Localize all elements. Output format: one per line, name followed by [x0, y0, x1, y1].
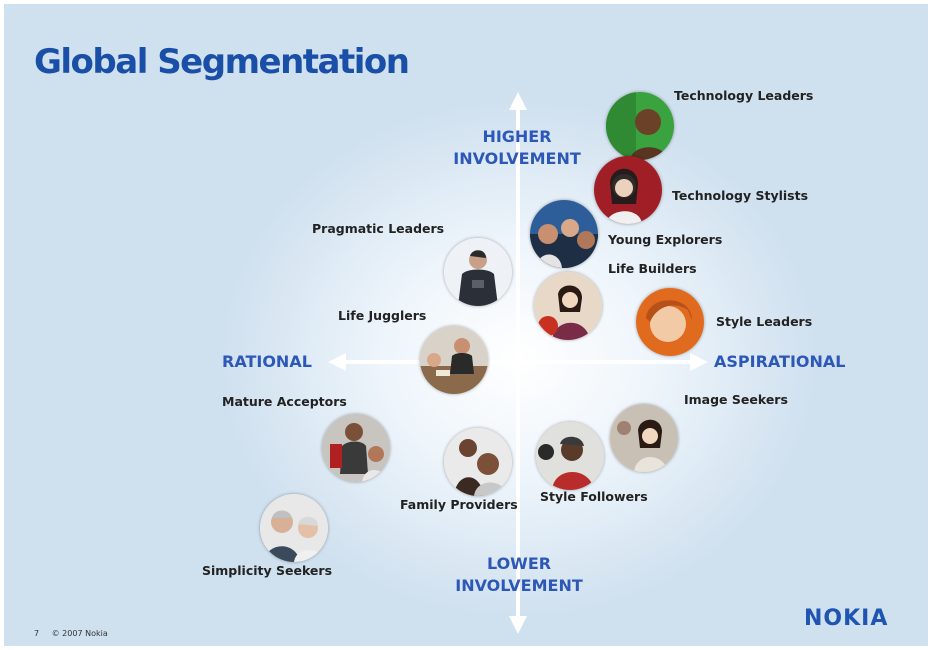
- photo-simplicity-seekers: [260, 494, 328, 562]
- photo-technology-leaders: [606, 92, 674, 160]
- axis-label-lower-line1: LOWER: [486, 554, 552, 573]
- label-pragmatic-leaders: Pragmatic Leaders: [312, 221, 445, 236]
- footer: 7 © 2007 Nokia: [34, 629, 118, 638]
- label-technology-stylists: Technology Stylists: [672, 188, 809, 203]
- label-technology-leaders: Technology Leaders: [674, 88, 814, 103]
- photo-style-leaders: [636, 288, 704, 356]
- arrow-left: [328, 353, 346, 371]
- photo-style-followers: [536, 422, 604, 490]
- axes-arrows: [328, 92, 708, 634]
- label-style-followers: Style Followers: [540, 489, 648, 504]
- axis-label-higher: HIGHER INVOLVEMENT: [452, 126, 582, 170]
- axis-label-higher-line2: INVOLVEMENT: [453, 149, 581, 168]
- nokia-logo: NOKIA: [804, 606, 889, 631]
- photo-mature-acceptors: [322, 414, 390, 482]
- label-simplicity-seekers: Simplicity Seekers: [202, 563, 333, 578]
- axis-label-aspirational: ASPIRATIONAL: [714, 352, 846, 371]
- photo-technology-stylists: [594, 156, 662, 224]
- label-image-seekers: Image Seekers: [684, 392, 788, 407]
- page-number: 7: [34, 629, 40, 638]
- slide: Global Segmentation HIGHER INVOLVEMENT L…: [4, 4, 928, 646]
- photo-young-explorers: [530, 200, 598, 268]
- label-young-explorers: Young Explorers: [608, 232, 723, 247]
- axis-label-rational: RATIONAL: [222, 352, 312, 371]
- arrow-right: [690, 353, 708, 371]
- photo-life-jugglers: [420, 326, 488, 394]
- label-life-jugglers: Life Jugglers: [338, 308, 427, 323]
- label-life-builders: Life Builders: [608, 261, 697, 276]
- axis-label-lower-line2: INVOLVEMENT: [455, 576, 583, 595]
- slide-title: Global Segmentation: [34, 42, 410, 82]
- copyright: © 2007 Nokia: [51, 629, 108, 638]
- photo-image-seekers: [610, 404, 678, 472]
- label-family-providers: Family Providers: [400, 497, 518, 512]
- photo-pragmatic-leaders: [444, 238, 512, 306]
- photo-family-providers: [444, 428, 512, 496]
- photo-life-builders: [534, 272, 602, 340]
- axis-label-higher-line1: HIGHER: [482, 127, 552, 146]
- axis-label-lower: LOWER INVOLVEMENT: [454, 553, 584, 597]
- label-style-leaders: Style Leaders: [716, 314, 813, 329]
- label-mature-acceptors: Mature Acceptors: [222, 394, 347, 409]
- arrow-down: [509, 616, 527, 634]
- arrow-up: [509, 92, 527, 110]
